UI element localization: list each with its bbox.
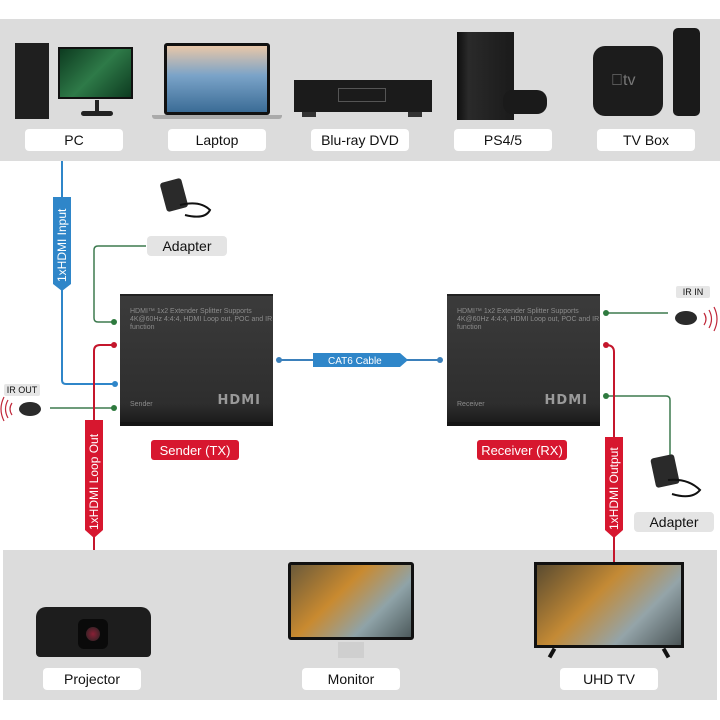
ir-out-emitter-icon <box>0 396 13 422</box>
hdmi-logo-icon: HDMI <box>217 393 261 408</box>
hdmi-input-port-dot <box>112 381 118 387</box>
bluray-player-icon <box>294 80 432 118</box>
source-label-bluray: Blu-ray DVD <box>311 129 409 151</box>
source-label-console: PS4/5 <box>454 129 552 151</box>
receiver-unit: HDMI™ 1x2 Extender Splitter Supports 4K@… <box>447 294 600 426</box>
source-label-pc: PC <box>25 129 123 151</box>
adapter-tx-icon <box>160 178 212 218</box>
monitor-icon <box>288 562 414 662</box>
adapter-rx-wire <box>606 395 671 455</box>
sender-title: Sender (TX) <box>151 440 239 460</box>
receiver-title: Receiver (RX) <box>477 440 567 460</box>
tv-box-icon: tv <box>593 28 703 120</box>
sender-spec-text: HDMI™ 1x2 Extender Splitter Supports 4K@… <box>130 308 273 331</box>
cat6-tag <box>313 353 408 367</box>
hdmi-output-tag <box>605 437 623 538</box>
pc-icon <box>15 43 135 120</box>
hdmi-loop-out-tag <box>85 420 103 538</box>
ir-in-receiver-icon <box>703 306 718 332</box>
game-console-icon <box>457 30 549 120</box>
tv-icon <box>534 562 684 660</box>
adapter-rx-icon <box>650 454 702 498</box>
hdmi-input-tag <box>53 197 71 291</box>
source-label-tvbox: TV Box <box>597 129 695 151</box>
sender-unit: HDMI™ 1x2 Extender Splitter Supports 4K@… <box>120 294 273 426</box>
cat6-label: CAT6 Cable <box>328 356 382 367</box>
hdmi-loop-out-label: 1xHDMI Loop Out <box>87 433 101 530</box>
display-label-monitor: Monitor <box>302 668 400 690</box>
adapter-rx-label: Adapter <box>634 512 714 532</box>
receiver-role-text: Receiver <box>457 401 485 408</box>
hdmi-loop-out-wire <box>93 344 114 550</box>
display-label-projector: Projector <box>43 668 141 690</box>
source-label-laptop: Laptop <box>168 129 266 151</box>
ir-in-label: IR IN <box>676 286 710 298</box>
ir-out-label: IR OUT <box>4 384 40 396</box>
laptop-icon <box>152 43 282 120</box>
hdmi-logo-icon: HDMI <box>544 393 588 408</box>
projector-icon <box>36 603 151 659</box>
hdmi-input-wire <box>61 161 114 385</box>
display-label-tv: UHD TV <box>560 668 658 690</box>
hdmi-output-label: 1xHDMI Output <box>607 447 621 530</box>
adapter-tx-wire <box>93 245 146 323</box>
adapter-tx-label: Adapter <box>147 236 227 256</box>
receiver-spec-text: HDMI™ 1x2 Extender Splitter Supports 4K@… <box>457 308 600 331</box>
sender-role-text: Sender <box>130 401 153 408</box>
hdmi-input-label: 1xHDMI Input <box>55 208 69 282</box>
